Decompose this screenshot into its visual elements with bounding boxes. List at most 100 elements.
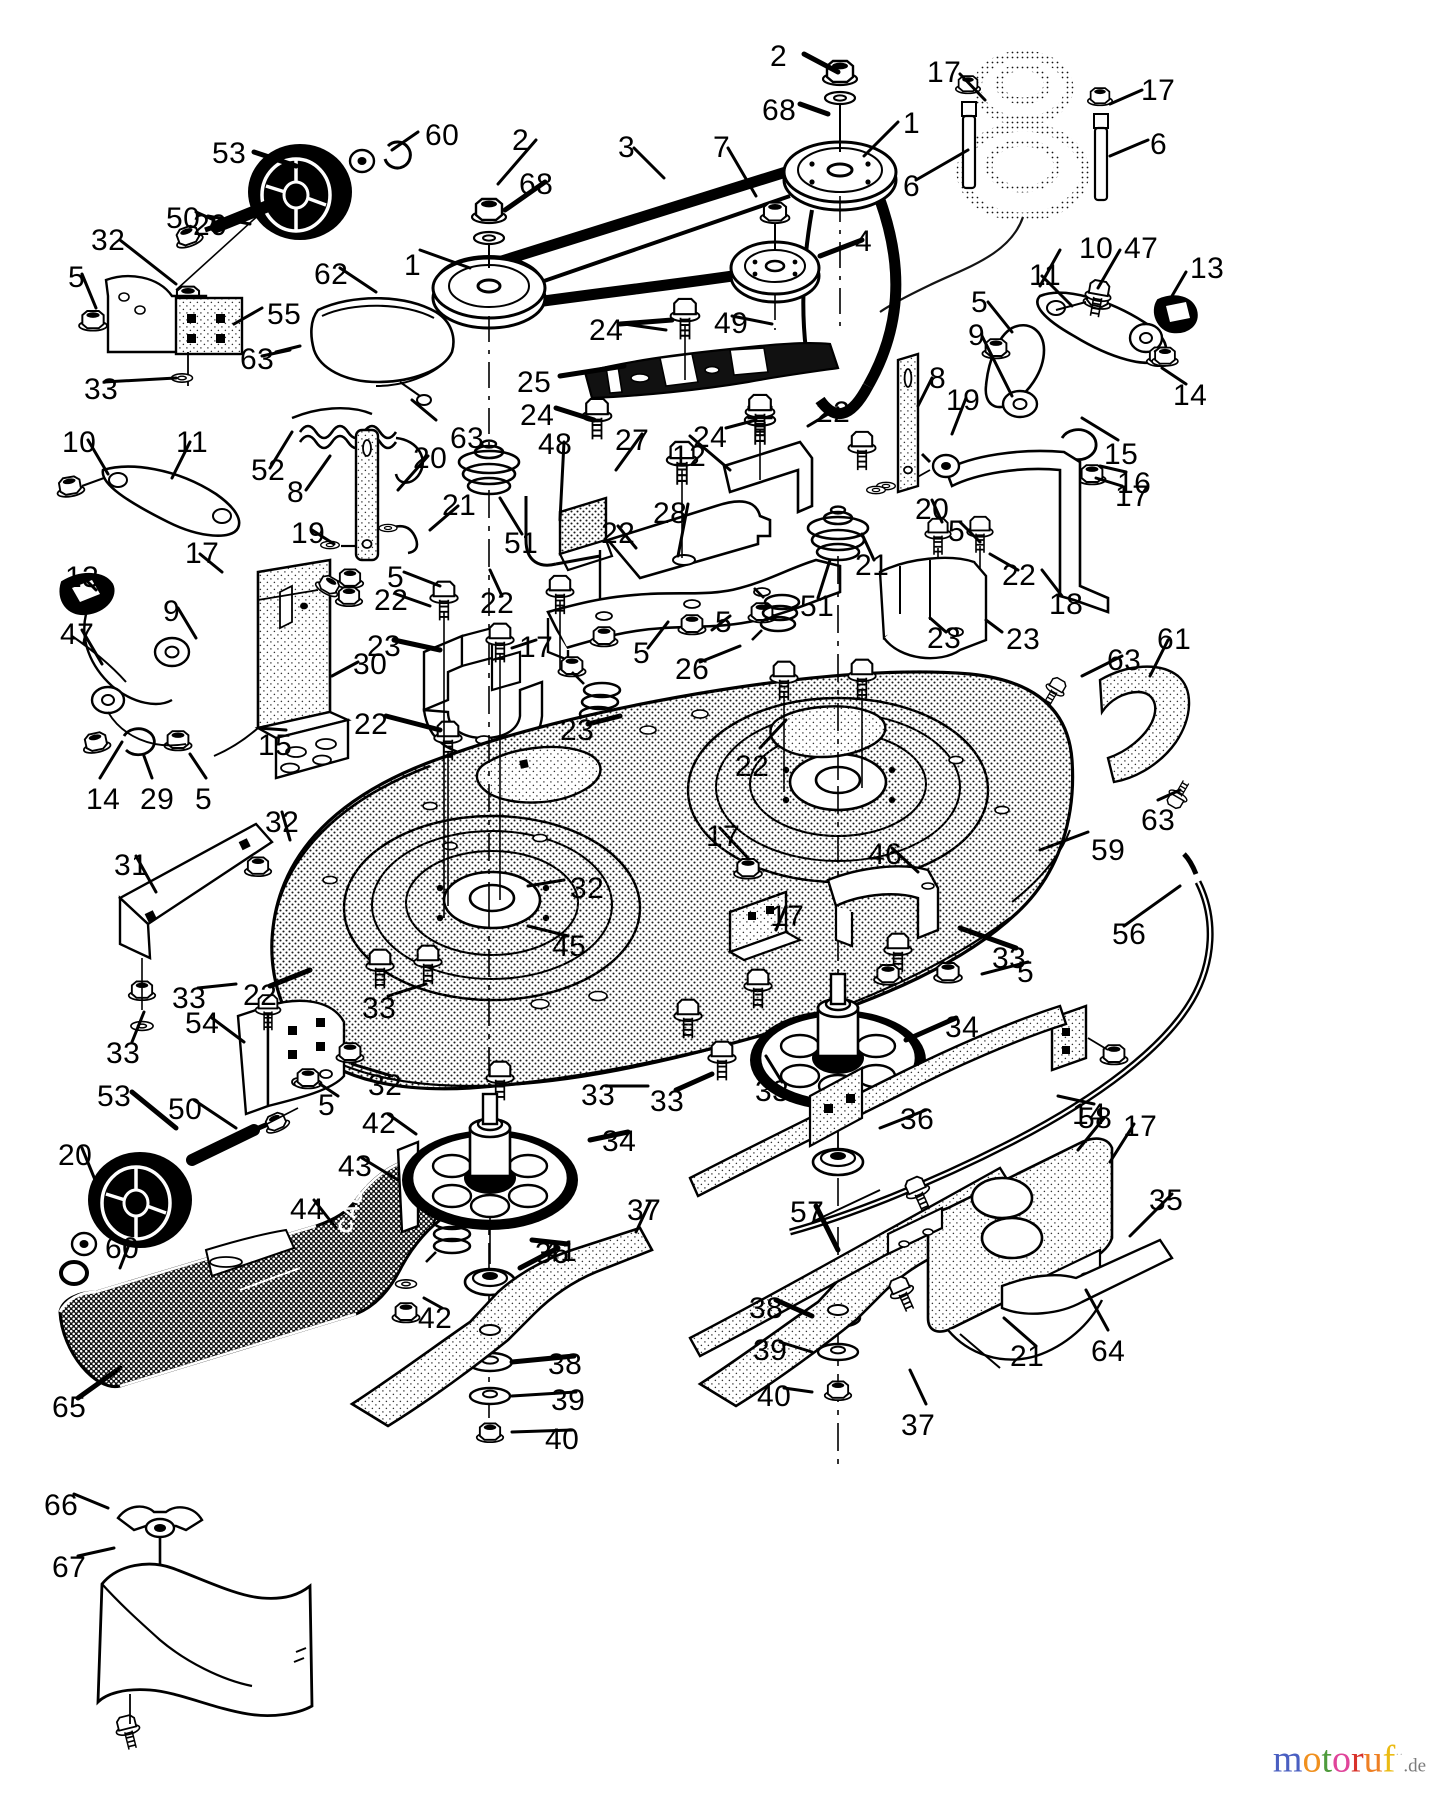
callout-23: 23 [927,622,962,655]
callout-13: 13 [65,561,100,594]
callout-24: 24 [589,314,624,347]
callout-28: 28 [653,497,688,530]
callout-5: 5 [948,515,966,548]
callout-57: 57 [790,1196,825,1229]
callout-50: 50 [168,1093,203,1126]
deck-plate-31 [117,822,274,1032]
callout-60: 60 [105,1232,140,1265]
callout-5: 5 [1017,956,1035,989]
callout-5: 5 [387,561,405,594]
callout-55: 55 [267,298,302,331]
callout-35: 35 [1149,1184,1184,1217]
mower-blade-left-37 [349,1226,654,1428]
bracket-30 [213,558,364,780]
callout-33: 33 [362,992,397,1025]
callout-64: 64 [1091,1335,1126,1368]
callout-29: 29 [140,783,175,816]
logo-letter: o [1302,1739,1322,1781]
callout-36: 36 [535,1237,570,1270]
left-lift-arm-assembly [54,465,241,757]
callout-47: 47 [1124,232,1159,265]
callout-62: 62 [314,258,349,291]
callout-19: 19 [946,384,981,417]
callout-2: 2 [770,40,788,73]
callout-9: 9 [968,319,986,352]
callout-17: 17 [1141,74,1176,107]
callout-20: 20 [58,1139,93,1172]
callout-43: 43 [338,1150,373,1183]
callout-22: 22 [1002,559,1037,592]
callout-39: 39 [551,1384,586,1417]
callout-51: 51 [504,527,539,560]
leader-lines [72,51,1188,1558]
callout-61: 61 [1157,623,1192,656]
callout-15: 15 [258,729,293,762]
callout-27: 27 [615,424,650,457]
callout-33: 33 [172,982,207,1015]
callout-34: 34 [945,1011,980,1044]
callout-37: 37 [901,1409,936,1442]
callout-22: 22 [735,750,770,783]
callout-34: 34 [602,1125,637,1158]
callout-20: 20 [915,493,950,526]
callout-45: 45 [552,930,587,963]
mulch-plate-58 [884,1137,1174,1369]
callout-63: 63 [240,343,275,376]
callout-5: 5 [633,637,651,670]
deck-pulley-left [431,197,547,452]
callout-49: 49 [714,307,749,340]
callout-36: 36 [900,1103,935,1136]
callout-33: 33 [755,1075,790,1108]
callout-22: 22 [354,708,389,741]
callout-8: 8 [287,476,305,509]
misc-hardware [581,75,1179,441]
callout-13: 13 [1190,252,1225,285]
phantom-pulley-outline [879,50,1090,313]
logo-dot: ·· [1395,1747,1404,1762]
belt-guard-strip-25 [583,341,840,400]
callout-11: 11 [176,426,209,459]
callout-15: 15 [1104,438,1139,471]
callout-22: 22 [480,587,515,620]
logo-letter: u [1363,1739,1383,1781]
callout-54: 54 [185,1007,220,1040]
logo-letter: m [1272,1739,1303,1781]
callout-10: 10 [62,426,97,459]
callout-6: 6 [903,170,921,203]
callout-9: 9 [163,595,181,628]
callout-22: 22 [601,517,636,550]
callout-32: 32 [91,224,126,257]
logo-letter: r [1351,1739,1364,1781]
callout-1: 1 [903,107,921,140]
bracket-12 [722,400,877,514]
callout-17: 17 [519,631,554,664]
callout-8: 8 [929,362,947,395]
callout-38: 38 [548,1348,583,1381]
blade-mandrel-right [750,972,926,1402]
callout-22: 22 [243,979,278,1012]
callout-22: 22 [374,584,409,617]
callout-14: 14 [86,783,121,816]
callout-10: 10 [1079,232,1114,265]
callout-5: 5 [318,1089,336,1122]
callout-53: 53 [212,137,247,170]
deck-skirt-edge [1011,829,1071,903]
callout-23: 23 [560,714,595,747]
callout-23: 23 [1006,623,1041,656]
belt-keeper-bracket-right [866,352,920,495]
callout-17: 17 [927,56,962,89]
callout-41: 41 [543,1235,578,1268]
callout-24: 24 [693,421,728,454]
mower-deck-housing [270,670,1075,1091]
idler-pulley-top [782,59,898,330]
logo-letter: t [1321,1739,1332,1781]
deck-fastener-set [365,580,963,1102]
callout-17: 17 [706,820,741,853]
logo-letter: f [1382,1739,1396,1781]
callout-30: 30 [353,648,388,681]
gauge-wheel-assembly-bottom-left [59,994,365,1286]
callout-23: 23 [367,630,402,663]
callout-40: 40 [757,1380,792,1413]
callout-16: 16 [1117,467,1152,500]
callout-32: 32 [570,872,605,905]
